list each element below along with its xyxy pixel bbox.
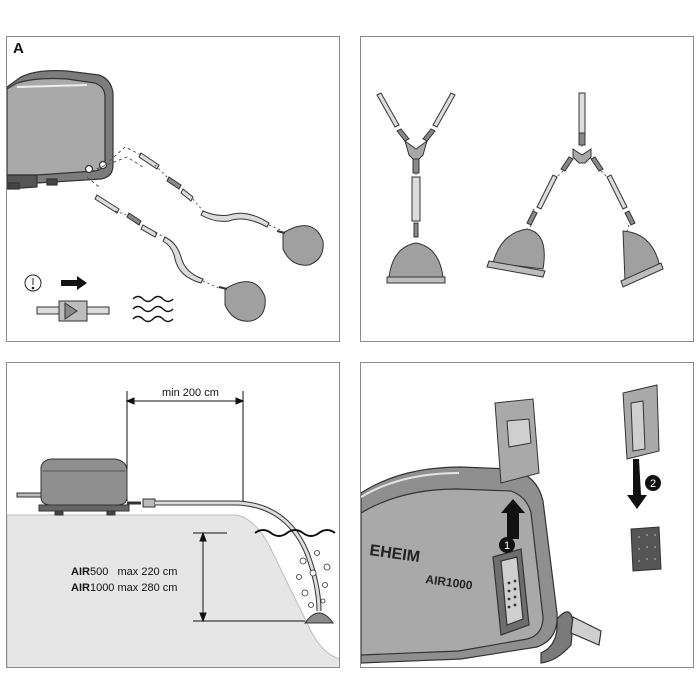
filter-cover-removed [494, 398, 540, 484]
pump-with-air-stones-illustration [7, 70, 324, 323]
panel-splitter [360, 36, 694, 342]
air-stone-1 [276, 225, 324, 266]
y-splitter-left [376, 92, 456, 284]
step-1-number: 1 [504, 540, 510, 552]
check-valve-icon [36, 300, 110, 322]
panel-a-connection: A [6, 36, 340, 342]
placement-illustration [7, 391, 339, 667]
lower-tube-assembly [94, 194, 204, 284]
filter-replacement-illustration: EHEIM AIR1000 1 2 [361, 384, 662, 664]
water-waves-icon [132, 295, 174, 323]
insert-filter-arrow-icon [627, 459, 647, 509]
pump-brand-text: EHEIM [368, 542, 421, 566]
air-stone-2 [218, 281, 266, 322]
remove-cover-arrow-icon [501, 499, 525, 539]
filter-pad [630, 526, 662, 572]
filter-cover-right [622, 384, 660, 460]
min-distance-dimension [125, 391, 245, 503]
air500-depth-spec: AIR500 max 220 cm [71, 566, 178, 578]
air-pump-small [16, 458, 130, 516]
max-depth-dimension [193, 531, 305, 623]
min-distance-label: min 200 cm [162, 387, 219, 399]
pump-model-text: AIR1000 [425, 572, 474, 593]
air-bubbles [296, 550, 331, 608]
vent-dots [507, 579, 517, 609]
panel-filter-replacement: EHEIM AIR1000 1 2 [360, 362, 694, 668]
air-pump-large [361, 466, 602, 664]
air-pump [7, 70, 114, 190]
step-2-badge [645, 475, 661, 491]
step-1-badge [499, 537, 515, 553]
air1000-depth-spec: AIR1000 max 280 cm [71, 582, 178, 594]
y-splitter-right [486, 92, 664, 288]
attention-icon [24, 274, 42, 292]
upper-tube-assembly [138, 152, 270, 228]
y-splitter-illustration [376, 92, 664, 288]
panel-label-a: A [13, 40, 24, 57]
step-2-number: 2 [650, 478, 656, 490]
flow-direction-arrow-icon [61, 276, 87, 290]
panel-placement: min 200 cm AIR500 max 220 cm AIR1000 max… [6, 362, 340, 668]
air-stone [304, 612, 334, 624]
